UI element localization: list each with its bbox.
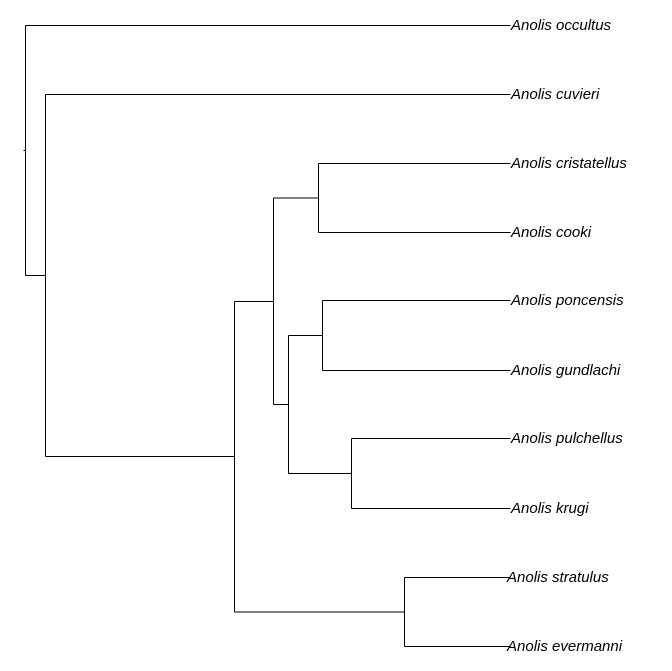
tip-label-pulchellus: Anolis pulchellus <box>510 430 623 447</box>
tip-label-stratulus: Anolis stratulus <box>506 569 609 586</box>
tip-label-cuvieri: Anolis cuvieri <box>510 86 600 103</box>
tip-label-gundlachi: Anolis gundlachi <box>510 362 621 379</box>
tip-label-cooki: Anolis cooki <box>510 224 592 241</box>
tip-label-krugi: Anolis krugi <box>510 500 589 517</box>
tip-label-occultus: Anolis occultus <box>510 17 612 34</box>
tip-label-poncensis: Anolis poncensis <box>510 292 624 309</box>
tip-label-cristatellus: Anolis cristatellus <box>510 155 627 172</box>
tree-edges <box>23 25 511 647</box>
tip-labels: Anolis occultus Anolis cuvieri Anolis cr… <box>506 17 627 655</box>
tip-label-evermanni: Anolis evermanni <box>506 638 623 655</box>
